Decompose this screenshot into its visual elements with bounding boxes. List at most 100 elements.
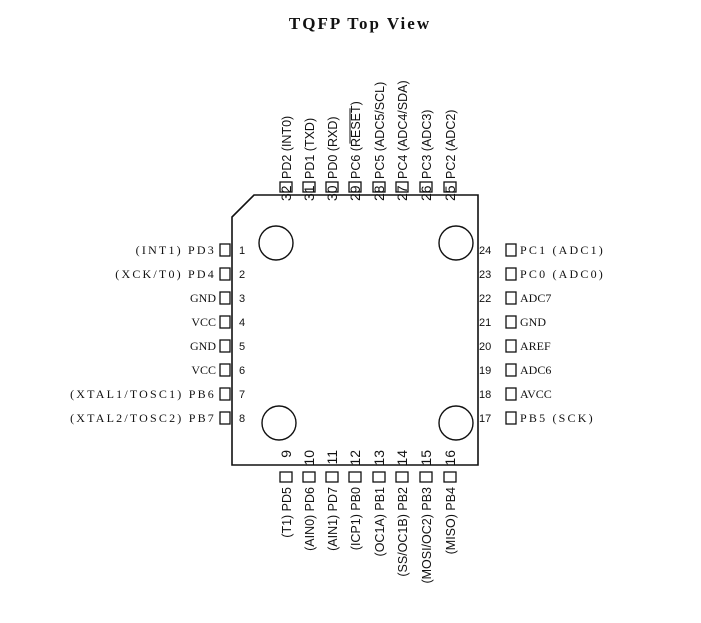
pin-1-pad <box>219 243 231 257</box>
pin-29-pad <box>348 181 362 193</box>
pin-9-number: 9 <box>278 450 294 458</box>
pin-6-label: VCC <box>191 363 216 377</box>
pin-31-pad <box>302 181 316 193</box>
pin-20-pad <box>505 339 517 353</box>
chip-body <box>231 194 479 466</box>
pin-30-number: 30 <box>324 185 340 201</box>
pin-27-label: PC4 (ADC4/SDA) <box>396 80 410 179</box>
pin-25-label: PC2 (ADC2) <box>444 110 458 179</box>
pin-29-label: PC6 (RESET) <box>349 101 363 179</box>
pin-4-pad <box>219 315 231 329</box>
pin-19-pad <box>505 363 517 377</box>
pin-18-label: AVCC <box>520 387 552 401</box>
pin-19-number: 19 <box>479 365 491 377</box>
pin-2-pad <box>219 267 231 281</box>
pin-32-label: PD2 (INT0) <box>280 116 294 179</box>
corner-dot-top-right <box>438 225 474 261</box>
pin-24-pad <box>505 243 517 257</box>
pin-9-label: (T1) PD5 <box>280 487 294 538</box>
pin-7-label: (XTAL1/TOSC1) PB6 <box>70 387 216 401</box>
pin-11-label: (AIN1) PD7 <box>326 487 340 551</box>
pin-8-label: (XTAL2/TOSC2) PB7 <box>70 411 216 425</box>
pin-14-number: 14 <box>394 450 410 466</box>
pin-31-number: 31 <box>301 185 317 201</box>
pin-16-pad <box>443 471 457 483</box>
pin-16-number: 16 <box>442 450 458 466</box>
corner-dot-bottom-left <box>261 405 297 441</box>
pin-26-number: 26 <box>418 185 434 201</box>
pin-21-number: 21 <box>479 317 491 329</box>
corner-dot-bottom-right <box>438 405 474 441</box>
pin-4-label: VCC <box>191 315 216 329</box>
pin-6-number: 6 <box>239 365 245 377</box>
pin-9-pad <box>279 471 293 483</box>
pin-30-pad <box>325 181 339 193</box>
pin-12-pad <box>348 471 362 483</box>
pin-15-number: 15 <box>418 450 434 466</box>
pin-22-label: ADC7 <box>520 291 551 305</box>
pin-30-label: PD0 (RXD) <box>326 116 340 179</box>
pin-10-pad <box>302 471 316 483</box>
pin-17-label: PB5 (SCK) <box>520 411 595 425</box>
pin-17-number: 17 <box>479 413 491 425</box>
pin-24-number: 24 <box>479 245 491 257</box>
pin-32-pad <box>279 181 293 193</box>
pin-27-pad <box>395 181 409 193</box>
pin-8-pad <box>219 411 231 425</box>
pin-32-number: 32 <box>278 185 294 201</box>
pin-28-number: 28 <box>371 185 387 201</box>
pin-1-label: (INT1) PD3 <box>136 243 216 257</box>
pin-25-pad <box>443 181 457 193</box>
pin-17-pad <box>505 411 517 425</box>
pin-23-label: PC0 (ADC0) <box>520 267 605 281</box>
pin-11-pad <box>325 471 339 483</box>
pin-25-number: 25 <box>442 185 458 201</box>
pin-13-pad <box>372 471 386 483</box>
pin-26-label: PC3 (ADC3) <box>420 110 434 179</box>
pin-2-label: (XCK/T0) PD4 <box>115 267 216 281</box>
pin-3-label: GND <box>190 291 216 305</box>
pin-2-number: 2 <box>239 269 245 281</box>
pin-13-number: 13 <box>371 450 387 466</box>
pin1-marker-dot <box>258 225 294 261</box>
pin-15-label: (MOSI/OC2) PB3 <box>420 487 434 584</box>
pin-10-label: (AIN0) PD6 <box>303 487 317 551</box>
pin-19-label: ADC6 <box>520 363 551 377</box>
pin-13-label: (OC1A) PB1 <box>373 487 387 557</box>
pin-21-pad <box>505 315 517 329</box>
pin-18-pad <box>505 387 517 401</box>
pin-23-number: 23 <box>479 269 491 281</box>
pin-16-label: (MISO) PB4 <box>444 487 458 554</box>
pin-5-number: 5 <box>239 341 245 353</box>
pin-23-pad <box>505 267 517 281</box>
pin-12-number: 12 <box>347 450 363 466</box>
pin-3-number: 3 <box>239 293 245 305</box>
pin-22-pad <box>505 291 517 305</box>
pin-14-pad <box>395 471 409 483</box>
pin-28-label: PC5 (ADC5/SCL) <box>373 82 387 179</box>
pin-10-number: 10 <box>301 450 317 466</box>
pin-1-number: 1 <box>239 245 245 257</box>
pin-14-label: (SS/OC1B) PB2 <box>396 487 410 577</box>
pin-11-number: 11 <box>324 450 340 465</box>
diagram-title: TQFP Top View <box>289 14 431 33</box>
pin-7-number: 7 <box>239 389 245 401</box>
pin-21-label: GND <box>520 315 546 329</box>
pin-5-label: GND <box>190 339 216 353</box>
pin-4-number: 4 <box>239 317 245 329</box>
pin-22-number: 22 <box>479 293 491 305</box>
pin-18-number: 18 <box>479 389 491 401</box>
pin-7-pad <box>219 387 231 401</box>
pin-5-pad <box>219 339 231 353</box>
pin-15-pad <box>419 471 433 483</box>
pin-8-number: 8 <box>239 413 245 425</box>
pin-3-pad <box>219 291 231 305</box>
pin-27-number: 27 <box>394 185 410 201</box>
pin-28-pad <box>372 181 386 193</box>
pin-20-number: 20 <box>479 341 491 353</box>
pin-12-label: (ICP1) PB0 <box>349 487 363 550</box>
pin-24-label: PC1 (ADC1) <box>520 243 605 257</box>
